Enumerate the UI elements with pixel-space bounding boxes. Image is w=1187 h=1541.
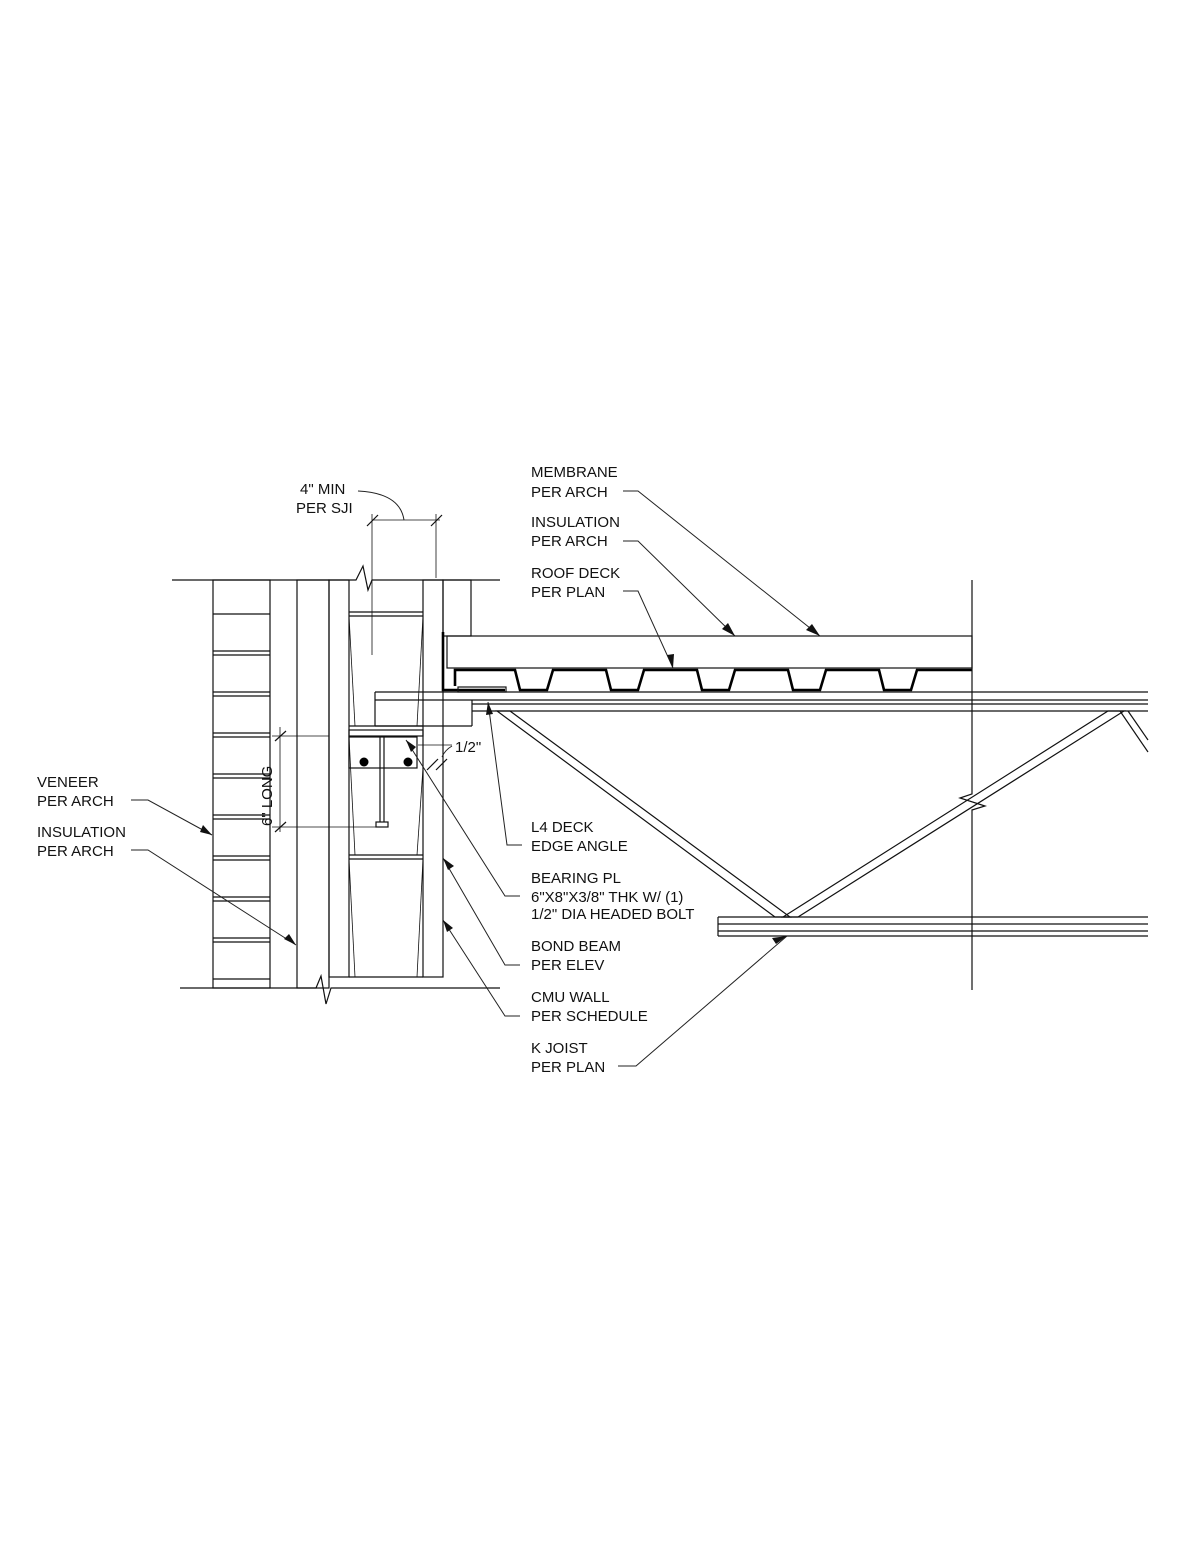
dimension-half-inch <box>418 744 453 771</box>
wall-break-lines <box>172 564 500 1005</box>
svg-text:PER PLAN: PER PLAN <box>531 584 605 601</box>
svg-text:BEARING PL: BEARING PL <box>531 870 621 887</box>
bearing-plate-bolt <box>348 729 424 828</box>
label-veneer: VENEER PER ARCH <box>37 774 114 810</box>
svg-text:MEMBRANE: MEMBRANE <box>531 464 618 481</box>
leader-lines <box>131 490 821 1067</box>
wall-insulation <box>296 579 330 989</box>
svg-text:K JOIST: K JOIST <box>531 1040 588 1057</box>
label-cmu-wall: CMU WALL PER SCHEDULE <box>531 989 648 1025</box>
svg-text:PER ARCH: PER ARCH <box>37 793 114 810</box>
svg-text:CMU WALL: CMU WALL <box>531 989 610 1006</box>
svg-text:PER SCHEDULE: PER SCHEDULE <box>531 1008 648 1025</box>
svg-text:PER ARCH: PER ARCH <box>37 843 114 860</box>
label-bearing-plate: BEARING PL 6"X8"X3/8" THK W/ (1) 1/2" DI… <box>531 870 694 923</box>
roof-insulation <box>446 635 973 669</box>
roof-deck <box>453 668 972 692</box>
leader-arrows <box>200 623 820 945</box>
svg-text:1/2" DIA HEADED BOLT: 1/2" DIA HEADED BOLT <box>531 906 694 923</box>
svg-text:VENEER: VENEER <box>37 774 99 791</box>
svg-text:EDGE ANGLE: EDGE ANGLE <box>531 838 628 855</box>
svg-text:L4 DECK: L4 DECK <box>531 819 594 836</box>
svg-text:ROOF DECK: ROOF DECK <box>531 565 620 582</box>
label-gap: 1/2" <box>455 739 481 756</box>
svg-text:INSULATION: INSULATION <box>531 514 620 531</box>
svg-text:4" MIN: 4" MIN <box>300 481 345 498</box>
roof-insulation-wrap <box>442 579 472 637</box>
deck-edge-angle <box>441 632 507 693</box>
svg-text:PER SJI: PER SJI <box>296 500 353 517</box>
k-joist <box>374 691 1149 937</box>
bond-beam <box>348 736 418 769</box>
label-bond-beam: BOND BEAM PER ELEV <box>531 938 621 974</box>
right-break-line <box>958 580 988 990</box>
label-deck-angle: L4 DECK EDGE ANGLE <box>531 819 628 855</box>
svg-text:PER ARCH: PER ARCH <box>531 533 608 550</box>
cmu-wall <box>328 579 444 978</box>
dimension-6in-long <box>272 727 376 833</box>
label-min-bearing: 4" MIN PER SJI <box>296 481 353 517</box>
svg-text:INSULATION: INSULATION <box>37 824 126 841</box>
label-k-joist: K JOIST PER PLAN <box>531 1040 605 1076</box>
svg-text:6"X8"X3/8" THK W/ (1): 6"X8"X3/8" THK W/ (1) <box>531 889 683 906</box>
label-roof-insulation: INSULATION PER ARCH <box>531 514 620 550</box>
svg-text:PER ARCH: PER ARCH <box>531 484 608 501</box>
svg-text:PER ELEV: PER ELEV <box>531 957 604 974</box>
label-wall-insulation: INSULATION PER ARCH <box>37 824 126 860</box>
svg-text:PER PLAN: PER PLAN <box>531 1059 605 1076</box>
label-roof-deck: ROOF DECK PER PLAN <box>531 565 620 601</box>
svg-text:BOND BEAM: BOND BEAM <box>531 938 621 955</box>
label-membrane: MEMBRANE PER ARCH <box>531 464 618 501</box>
dimension-4in-min <box>357 490 443 655</box>
label-bolt-length: 6" LONG <box>259 766 276 826</box>
